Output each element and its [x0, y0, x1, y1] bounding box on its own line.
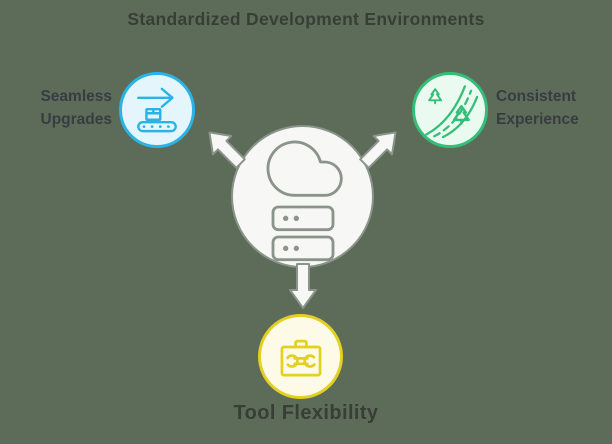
node-consistent-experience — [412, 72, 488, 148]
block-arrow-icon — [289, 263, 317, 309]
node-cloud-platform — [231, 125, 374, 268]
label-line-1: Consistent — [496, 88, 577, 105]
block-arrow-icon — [359, 131, 397, 169]
arrow-up-right — [351, 119, 409, 177]
cloud-servers-icon — [266, 140, 343, 261]
label-line-2: Upgrades — [40, 111, 113, 128]
label-line-2: Experience — [496, 111, 579, 128]
arrow-down — [286, 262, 320, 310]
arrow-up-left — [196, 119, 254, 177]
toolbox-wrench-icon — [280, 339, 321, 376]
label-consistent-experience: Consistent Experience — [496, 85, 612, 131]
conveyor-belt-icon — [137, 87, 177, 133]
label-line-1: Seamless — [40, 88, 112, 105]
block-arrow-icon — [208, 131, 246, 169]
label-seamless-upgrades: Seamless Upgrades — [0, 85, 112, 131]
node-tool-flexibility — [258, 314, 343, 399]
label-tool-flexibility: Tool Flexibility — [233, 402, 379, 424]
node-seamless-upgrades — [119, 72, 195, 148]
road-trees-icon — [425, 85, 478, 138]
diagram-title: Standardized Development Environments — [127, 9, 485, 29]
